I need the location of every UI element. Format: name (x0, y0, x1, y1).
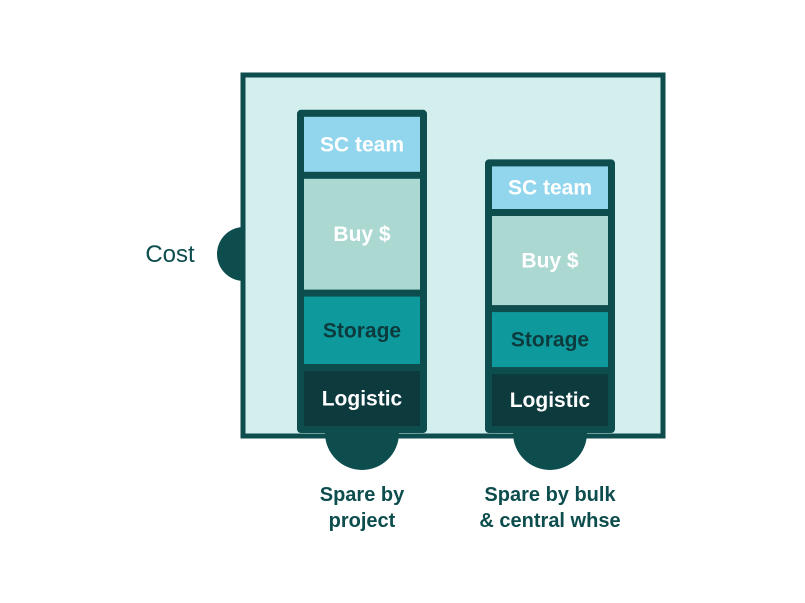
y-axis-label: Cost (145, 241, 195, 268)
bar-segment-logistic (492, 374, 608, 426)
category-label: Spare by (320, 484, 405, 506)
bar-segment-buy (304, 178, 420, 290)
category-label: project (329, 510, 396, 532)
segment-label: Storage (323, 319, 401, 342)
bar-segment-storage (492, 312, 608, 368)
segment-label: Storage (511, 329, 589, 352)
segment-label: Buy $ (521, 250, 579, 273)
category-labels: Spare by project Spare by bulk & central wh… (320, 484, 621, 532)
category-label: Spare by bulk (484, 484, 616, 506)
bar-segment-sc-team (304, 116, 420, 172)
segment-label: SC team (320, 133, 404, 156)
segment-label: Buy $ (333, 223, 391, 246)
category-label: & central whse (479, 510, 620, 532)
segment-label: SC team (508, 177, 592, 200)
segment-label: Logistic (510, 389, 591, 412)
bar-segment-logistic (304, 371, 420, 426)
segment-label: Logistic (322, 388, 403, 411)
bar-segment-sc-team (492, 166, 608, 209)
bar-segment-buy (492, 216, 608, 306)
bar-segment-storage (304, 296, 420, 364)
